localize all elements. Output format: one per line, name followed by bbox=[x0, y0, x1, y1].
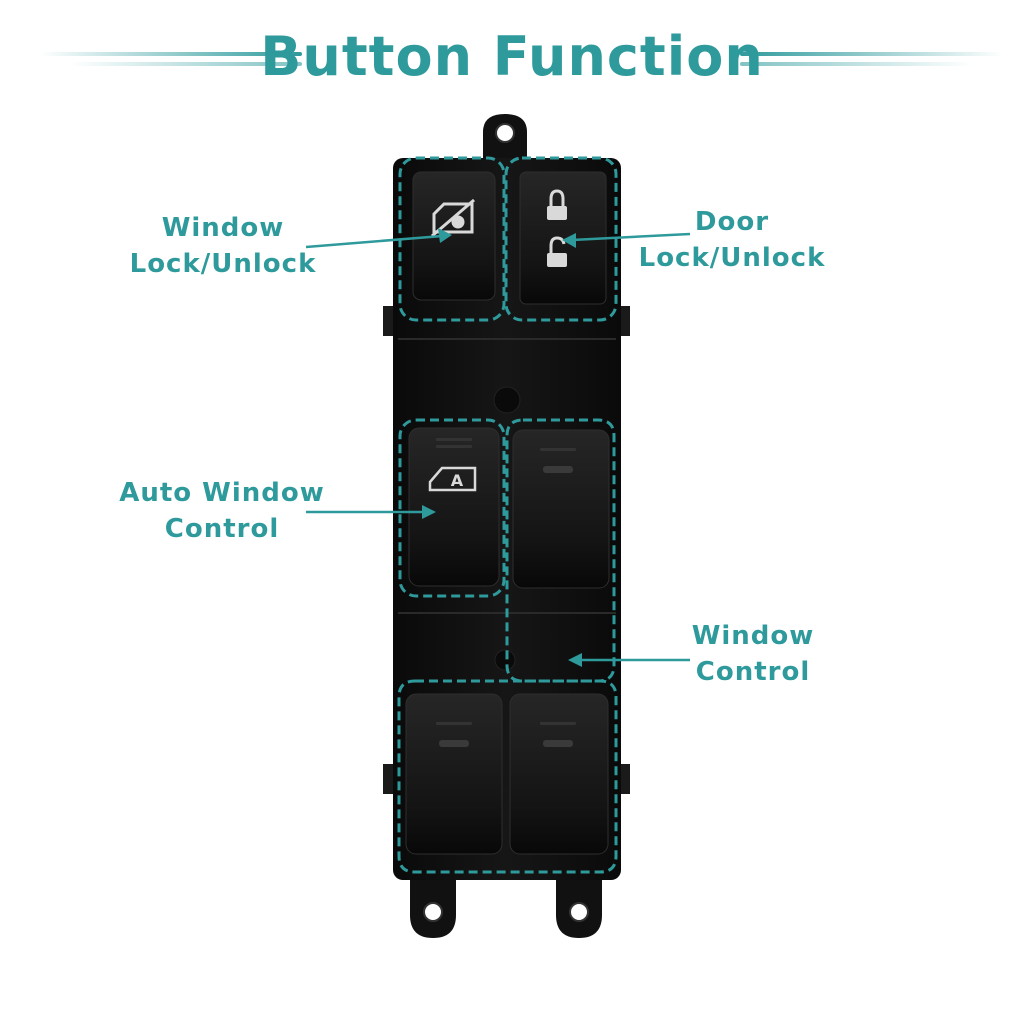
arrow-window-lock bbox=[305, 228, 452, 249]
label-window-lock: Window Lock/Unlock bbox=[118, 210, 328, 282]
auto-window-button[interactable]: A bbox=[408, 427, 500, 587]
label-auto-window-line1: Auto Window bbox=[119, 478, 325, 508]
label-door-lock: Door Lock/Unlock bbox=[632, 204, 832, 276]
title-decoration-right-2 bbox=[740, 62, 972, 66]
arrow-auto-window bbox=[306, 505, 436, 519]
label-window-lock-line1: Window bbox=[161, 213, 285, 243]
window-control-button-front-right[interactable] bbox=[512, 429, 610, 589]
title-decoration-right bbox=[740, 52, 1002, 56]
window-control-button-rear-left[interactable] bbox=[405, 693, 503, 855]
window-lock-button[interactable] bbox=[412, 171, 496, 301]
highlight-auto-window bbox=[398, 418, 506, 598]
label-window-control-line2: Control bbox=[695, 657, 811, 687]
arrow-door-lock bbox=[562, 232, 691, 248]
arrow-window-control bbox=[568, 653, 690, 667]
bottom-mount-tab-right bbox=[556, 870, 602, 938]
label-auto-window: Auto Window Control bbox=[108, 475, 336, 547]
body-hole bbox=[494, 649, 516, 671]
label-window-control-line1: Window bbox=[691, 621, 815, 651]
page-title: Button Function bbox=[260, 25, 764, 88]
label-window-lock-line2: Lock/Unlock bbox=[129, 249, 317, 279]
padlock-open-icon bbox=[547, 236, 567, 267]
highlight-door-lock bbox=[504, 156, 618, 322]
label-auto-window-line2: Control bbox=[164, 514, 280, 544]
window-control-button-rear-right[interactable] bbox=[509, 693, 609, 855]
title-decoration-left-2 bbox=[70, 62, 302, 66]
bottom-mount-tab-left bbox=[410, 870, 456, 938]
label-window-control: Window Control bbox=[660, 618, 846, 690]
side-clip bbox=[383, 764, 395, 794]
door-lock-button[interactable] bbox=[519, 171, 607, 305]
auto-window-icon: A bbox=[428, 466, 477, 492]
top-mount-tab bbox=[483, 114, 527, 160]
padlock-icon bbox=[547, 189, 567, 220]
label-door-lock-line1: Door bbox=[694, 207, 770, 237]
highlight-window-control-rear bbox=[397, 679, 618, 874]
side-clip bbox=[383, 306, 395, 336]
title-decoration-left bbox=[40, 52, 302, 56]
auto-badge: A bbox=[451, 471, 464, 490]
label-door-lock-line2: Lock/Unlock bbox=[638, 243, 826, 273]
body-hole bbox=[493, 386, 521, 414]
